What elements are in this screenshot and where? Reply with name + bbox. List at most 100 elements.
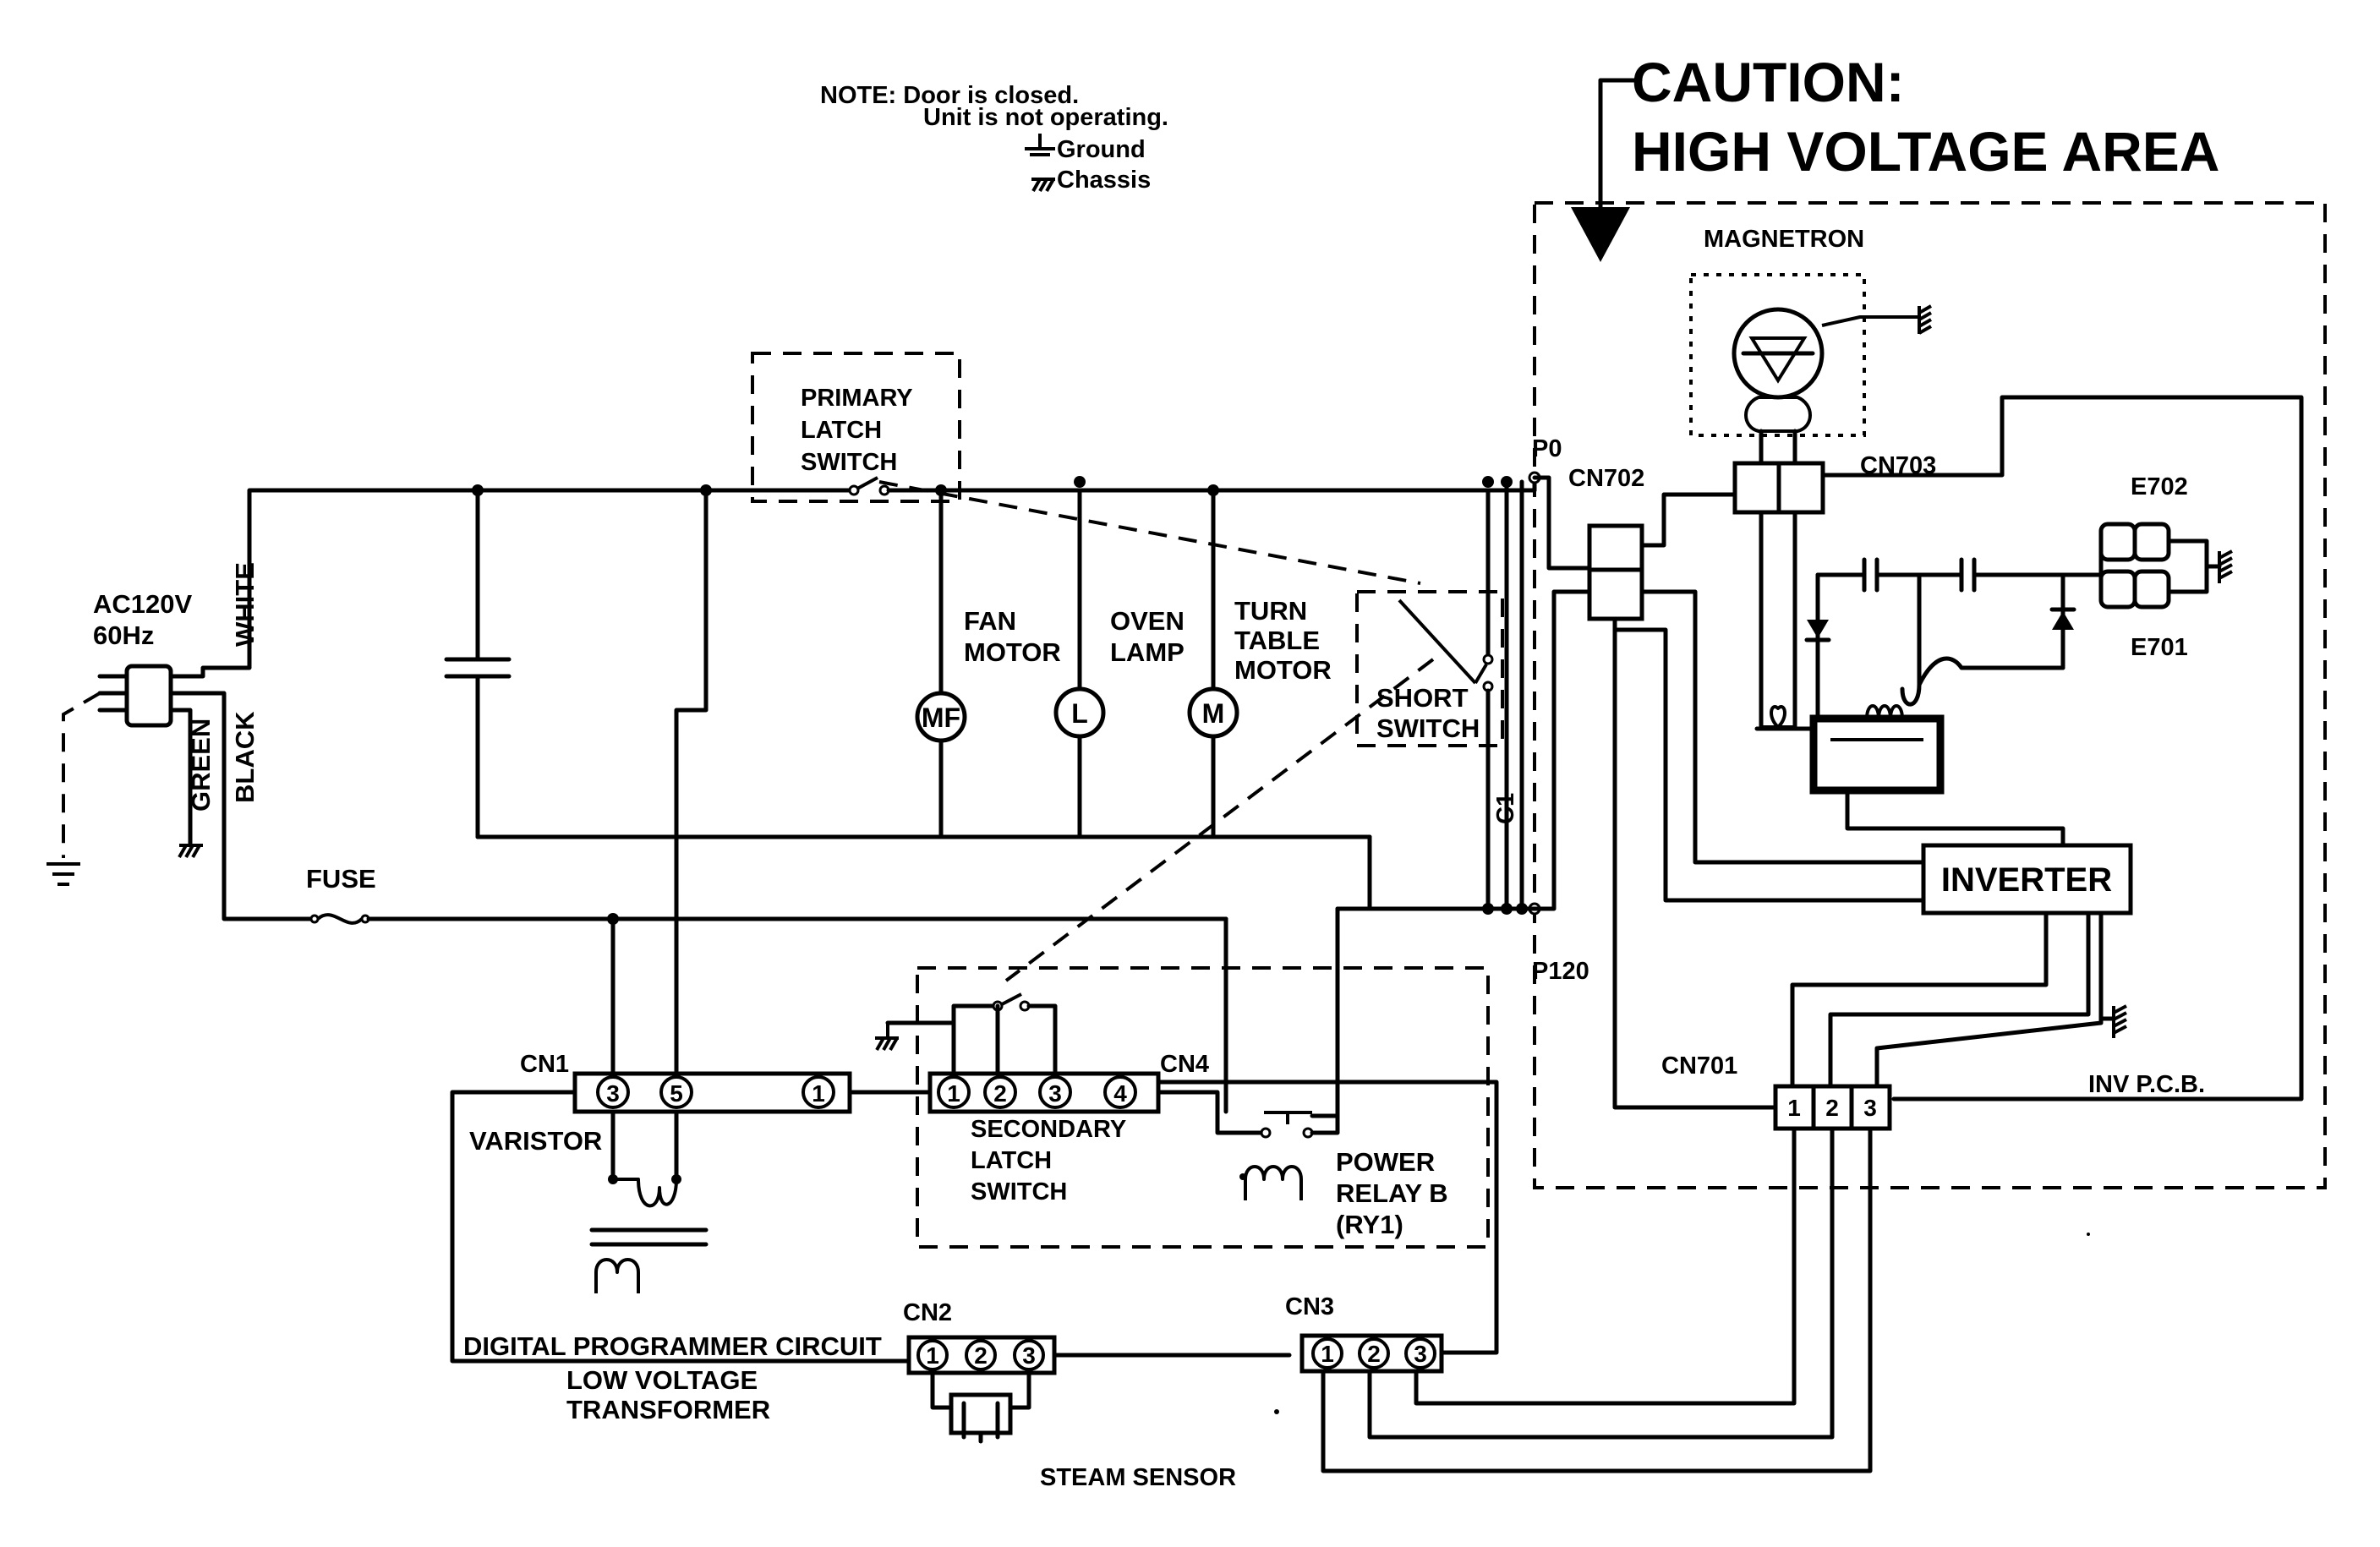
cn2-pin-1: 1 [926, 1342, 939, 1369]
primary-latch-label-1: PRIMARY [801, 385, 913, 412]
cn3-pin-3: 3 [1414, 1341, 1427, 1367]
power-relay-label-2: RELAY B [1336, 1178, 1448, 1208]
fan-motor-label-1: FAN [964, 606, 1016, 636]
cn3-label: CN3 [1285, 1293, 1334, 1320]
chassis-symbol-icon [1031, 178, 1055, 192]
inverter-label: INVERTER [1941, 861, 2112, 899]
oven-lamp: L [1053, 488, 1106, 839]
short-switch-contact [1398, 488, 1494, 911]
magnetron-chassis-icon [1918, 304, 1932, 335]
cn4-connector: 1 2 3 4 [927, 1071, 1161, 1114]
chassis-ground-icon [178, 844, 203, 858]
p0-label: P0 [1532, 435, 1562, 462]
cn4-pin-3: 3 [1048, 1080, 1062, 1107]
cn703-connector [1732, 461, 1825, 515]
inv-pcb-label: INV P.C.B. [2088, 1071, 2205, 1098]
e701-label: E701 [2131, 634, 2188, 661]
inverter-chassis-icon [2112, 1004, 2127, 1038]
note-line-2: Unit is not operating. [923, 104, 1168, 131]
cn1-pin-3: 3 [606, 1080, 620, 1107]
short-switch-label-1: SHORT [1376, 683, 1469, 713]
steam-sensor-icon [930, 1370, 1031, 1444]
low-voltage-transformer [589, 1109, 709, 1293]
cn701-pin-3: 3 [1863, 1095, 1877, 1121]
low-voltage-label: LOW VOLTAGE [566, 1365, 758, 1395]
cn702-connector [1587, 523, 1644, 621]
earth-lead-dashed [62, 692, 101, 858]
inverter-block [1921, 843, 2133, 916]
supply-frequency-label: 60Hz [93, 620, 154, 650]
caution-title: CAUTION: [1632, 51, 1905, 113]
varistor-label: VARISTOR [469, 1126, 602, 1156]
cn4-label: CN4 [1160, 1051, 1209, 1078]
secondary-latch-label-1: SECONDARY [971, 1116, 1126, 1143]
magnetron-label: MAGNETRON [1704, 226, 1864, 253]
caution-block: CAUTION: HIGH VOLTAGE AREA [1571, 51, 2219, 262]
cn2-pin-3: 3 [1022, 1342, 1036, 1369]
primary-latch-label-2: LATCH [801, 417, 882, 444]
digital-programmer-label: DIGITAL PROGRAMMER CIRCUIT [463, 1331, 882, 1361]
magnetron-box [1689, 273, 1866, 437]
turntable-motor: M [1187, 488, 1239, 839]
oven-lamp-symbol: L [1071, 698, 1088, 729]
cn702-label: CN702 [1568, 465, 1644, 492]
note-block: NOTE: Door is closed. Unit is not operat… [820, 82, 1168, 194]
cn3-connector: 1 2 3 [1299, 1333, 1444, 1374]
noise-capacitor [444, 488, 1372, 911]
fuse-label: FUSE [306, 864, 376, 894]
e702-label: E702 [2131, 473, 2188, 500]
cn701-pin-1: 1 [1787, 1095, 1801, 1121]
power-relay-label-1: POWER [1336, 1147, 1435, 1177]
white-wire-label: WHITE [230, 562, 260, 647]
power-relay-b [1156, 1090, 1340, 1200]
green-wire-label: GREEN [186, 719, 216, 812]
cn3-pin-1: 1 [1321, 1341, 1334, 1367]
cn4-pin-4: 4 [1113, 1080, 1127, 1107]
secondary-latch-label-3: SWITCH [971, 1178, 1067, 1205]
fuse-symbol [309, 913, 1228, 925]
primary-to-short-switch-link [878, 480, 1421, 585]
earth-ground-icon [47, 862, 80, 886]
short-switch-box [1355, 590, 1504, 747]
chassis-legend-label: Chassis [1057, 167, 1151, 194]
power-plug [97, 488, 476, 921]
cn3-pin-2: 2 [1367, 1341, 1381, 1367]
cn701-connector: 1 2 3 [1773, 1084, 1892, 1131]
cn1-pin-5: 5 [670, 1080, 683, 1107]
cn2-pin-2: 2 [974, 1342, 988, 1369]
cn2-connector: 1 2 3 [906, 1335, 1057, 1375]
e702-e701-terminals [2098, 522, 2222, 610]
turntable-motor-symbol: M [1202, 698, 1225, 729]
cn1-pin-1: 1 [812, 1080, 825, 1107]
p120-label: P120 [1532, 958, 1589, 985]
black-wire-label: BLACK [230, 711, 260, 803]
fan-motor-symbol: MF [922, 702, 960, 733]
secondary-chassis-icon [875, 1023, 899, 1051]
fan-motor-label-2: MOTOR [964, 637, 1061, 667]
secondary-latch-label-2: LATCH [971, 1147, 1052, 1174]
cn701-label: CN701 [1661, 1052, 1737, 1080]
cn1-label: CN1 [520, 1051, 569, 1078]
cn4-pin-2: 2 [993, 1080, 1007, 1107]
e70x-chassis-icon [2218, 549, 2233, 583]
primary-latch-switch-box [751, 352, 961, 503]
power-relay-label-3: (RY1) [1336, 1210, 1403, 1239]
caution-subtitle: HIGH VOLTAGE AREA [1632, 120, 2219, 183]
short-switch-label-2: SWITCH [1376, 713, 1480, 743]
cn4-pin-1: 1 [947, 1080, 960, 1107]
turntable-label-3: MOTOR [1234, 655, 1332, 685]
ground-symbol-icon [1025, 134, 1055, 156]
caution-arrow-icon [1571, 207, 1630, 262]
oven-lamp-label-1: OVEN [1110, 606, 1185, 636]
secondary-latch-switch-box [916, 966, 1490, 1249]
note-line-1: NOTE: Door is closed. [820, 82, 1079, 109]
fan-motor: MF [915, 488, 967, 839]
turntable-label-1: TURN [1234, 596, 1307, 626]
supply-voltage-label: AC120V [93, 589, 192, 619]
cn2-label: CN2 [903, 1299, 952, 1326]
steam-sensor-label: STEAM SENSOR [1040, 1464, 1236, 1491]
cn1-connector: 3 5 1 [572, 1071, 852, 1114]
hv-transformer [1754, 704, 1945, 795]
turntable-label-2: TABLE [1234, 626, 1320, 655]
